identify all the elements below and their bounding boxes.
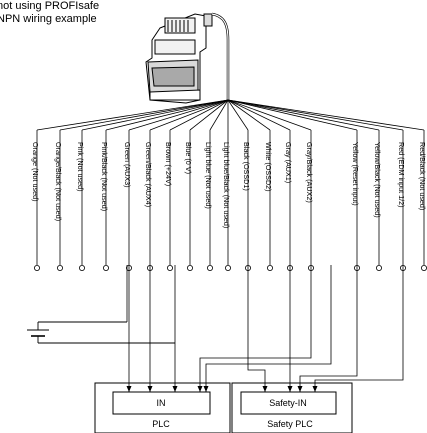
power-supply-symbol: [27, 321, 175, 344]
plc-in-label: IN: [157, 398, 166, 408]
arrow-head: [203, 386, 209, 392]
wire-terminal: [266, 264, 273, 271]
wire-label: Green (AUX3): [123, 142, 132, 188]
wire-fan-line: [227, 99, 358, 131]
wire-terminal: [166, 264, 173, 271]
wire-terminal: [186, 264, 193, 271]
arrow-head: [126, 386, 132, 392]
plc-connections: [126, 265, 404, 392]
wire-label: Orange/Black (Not used): [54, 142, 63, 221]
wire-fan-line: [36, 99, 229, 131]
arrow-head: [262, 386, 268, 392]
safety-plc-label: Safety PLC: [267, 419, 313, 429]
wire-label-group: Orange (Not used) Orange/Black (Not used)…: [31, 142, 427, 228]
wire-fan-line: [209, 99, 229, 131]
wire-fan-line: [189, 99, 229, 131]
wire-terminal: [79, 264, 86, 271]
arrow-head: [172, 386, 178, 392]
wire-fan-line: [227, 99, 271, 131]
wire-bundle: [36, 99, 425, 265]
header-line-1: not using PROFIsafe: [0, 0, 100, 12]
plc-label: PLC: [152, 419, 170, 429]
wire-terminal: [206, 264, 213, 271]
wire-fan-line: [169, 99, 229, 131]
terminal-group: [34, 264, 427, 271]
wire-label: Yellow (Reset input): [351, 142, 360, 206]
arrow-head: [147, 386, 153, 392]
wire-terminal: [375, 264, 382, 271]
safety-in-label: Safety-IN: [269, 398, 307, 408]
wire-terminal: [103, 264, 110, 271]
wire-terminal: [57, 264, 64, 271]
wire-label: Orange (Not used): [31, 142, 40, 202]
arrow-head: [197, 386, 203, 392]
wire-terminal: [224, 264, 231, 271]
arrow-head: [287, 386, 293, 392]
wire-fan-line: [81, 99, 229, 131]
wire-fan-line: [227, 99, 425, 131]
wire-label: Blue (0 V): [184, 142, 193, 174]
wire-label: Gray/Black (AUX2): [305, 142, 314, 203]
wire-fan-line: [227, 99, 380, 131]
wire-fan-line: [128, 99, 229, 131]
arrow-head: [312, 386, 318, 392]
wire-label: Black (OSSD1): [242, 142, 251, 191]
wire-terminal: [420, 264, 427, 271]
wire-fan-line: [227, 99, 291, 131]
cable: [211, 12, 230, 100]
wire-fan-line: [227, 99, 312, 131]
arrow-heads: [126, 386, 318, 392]
wire-label: Green/Black (AUX4): [144, 142, 153, 207]
header-line-2: NPN wiring example: [0, 13, 97, 25]
wire-label: Light blue/Black (Not used): [222, 142, 231, 228]
wire-fan-line: [227, 99, 404, 131]
arrow-head: [297, 386, 303, 392]
plc-box: [94, 382, 353, 433]
wire-fan-line: [149, 99, 229, 131]
scanner-device-icon: [145, 13, 213, 104]
wire-terminal: [34, 264, 41, 271]
wire-label: Red (EDM input 1/2): [397, 142, 406, 208]
wire-label: Pink (Not used): [76, 142, 85, 192]
wire-label: Yellow/Black (Not used): [373, 142, 382, 218]
wire-label: Brown (+24V): [164, 142, 173, 186]
wire-label: Red/Black (Not used): [418, 142, 427, 210]
wire-fan-line: [227, 99, 249, 131]
wire-label: Light blue (Not used): [204, 142, 213, 209]
wire-fan-line: [105, 99, 229, 131]
wire-label: Gray (AUX1): [284, 142, 293, 183]
wire-fan-line: [59, 99, 229, 131]
wire-label: Pink/Black (Not used): [100, 142, 109, 211]
wire-label: White (OSSD2): [264, 142, 273, 192]
